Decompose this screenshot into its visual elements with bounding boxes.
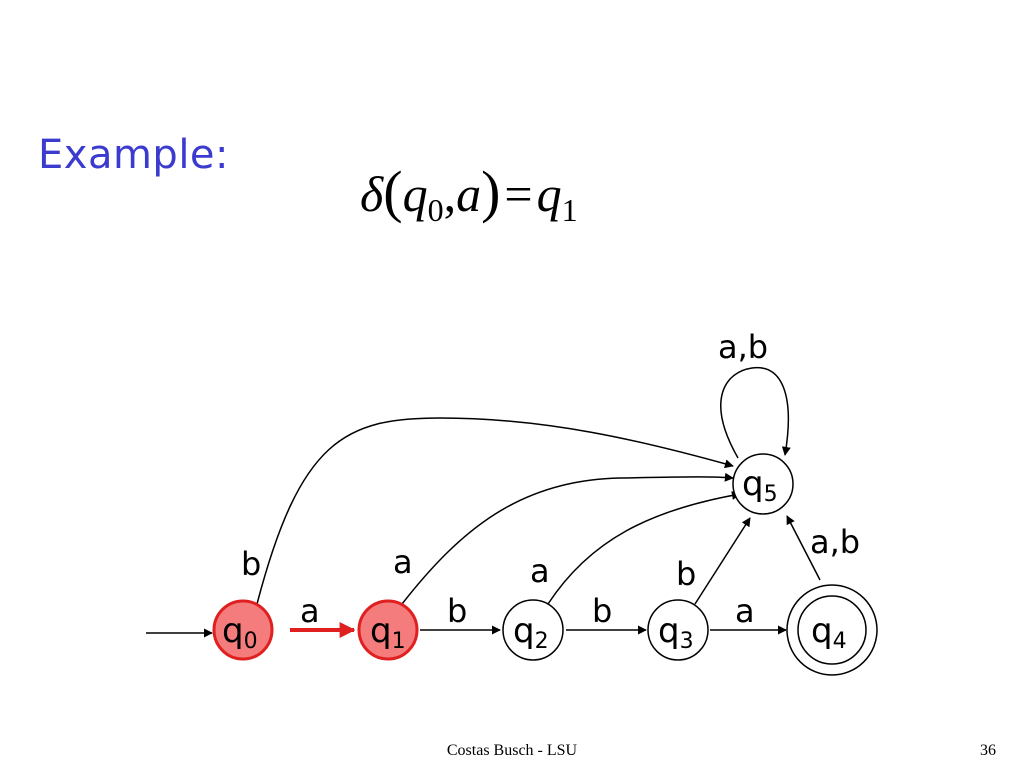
svg-text:q4: q4 [811, 611, 847, 654]
slide-title: Example: [38, 132, 230, 178]
label-q4-q5: a,b [810, 523, 860, 561]
svg-text:q0: q0 [222, 611, 258, 654]
label-q3-q4: a [735, 592, 755, 630]
state-q3: q3 [647, 599, 709, 661]
label-q0-q5: b [241, 545, 261, 583]
transition-q1-q5 [401, 472, 734, 605]
label-q1-q5: a [393, 543, 413, 581]
state-q2: q2 [502, 599, 564, 661]
page-number: 36 [980, 742, 996, 759]
state-q5: q5 [732, 453, 794, 515]
state-q3-var: q [658, 611, 680, 651]
label-q2-q5: a [530, 552, 550, 590]
state-q2-var: q [513, 611, 535, 651]
formula-rparen: ) [481, 159, 501, 224]
svg-text:q3: q3 [658, 611, 694, 654]
state-q5-var: q [742, 464, 764, 504]
label-q1-q2: b [447, 592, 467, 630]
state-q0: q0 [212, 599, 274, 661]
transition-q3-q5 [694, 517, 751, 605]
state-q1-sub: 1 [392, 629, 406, 654]
formula-result-sub: 1 [561, 192, 578, 228]
state-q4-accepting: q4 [786, 584, 878, 676]
formula-delta: δ [360, 166, 384, 222]
formula-symbol: a [456, 166, 482, 222]
state-q2-sub: 2 [535, 629, 549, 654]
slide-footer: Costas Busch - LSU [446, 742, 578, 759]
label-q5-q5: a,b [718, 328, 768, 366]
label-q2-q3: b [592, 592, 612, 630]
transition-q0-q5 [256, 417, 734, 605]
transition-q2-q5 [547, 490, 741, 605]
formula-result-var: q [536, 166, 562, 222]
state-q1: q1 [357, 599, 419, 661]
transition-q4-q5 [786, 515, 821, 581]
formula-equals: = [504, 166, 533, 222]
formula-lparen: ( [383, 159, 403, 224]
svg-text:q1: q1 [370, 611, 406, 654]
svg-text:q2: q2 [513, 611, 549, 654]
state-q0-sub: 0 [244, 629, 258, 654]
label-q0-q1: a [300, 592, 320, 630]
formula-state-sub: 0 [427, 192, 444, 228]
formula-state-var: q [402, 166, 428, 222]
state-q3-sub: 3 [680, 629, 694, 654]
state-q1-var: q [370, 611, 392, 651]
svg-text:q5: q5 [742, 464, 778, 507]
state-q5-sub: 5 [764, 482, 778, 507]
state-q4-sub: 4 [833, 629, 847, 654]
label-q3-q5: b [676, 555, 696, 593]
formula-comma: , [443, 166, 457, 222]
state-q4-var: q [811, 611, 833, 651]
transition-formula: δ(q0,a)=q1 [360, 158, 578, 229]
state-q0-var: q [222, 611, 244, 651]
transition-q5-q5 [720, 366, 791, 459]
